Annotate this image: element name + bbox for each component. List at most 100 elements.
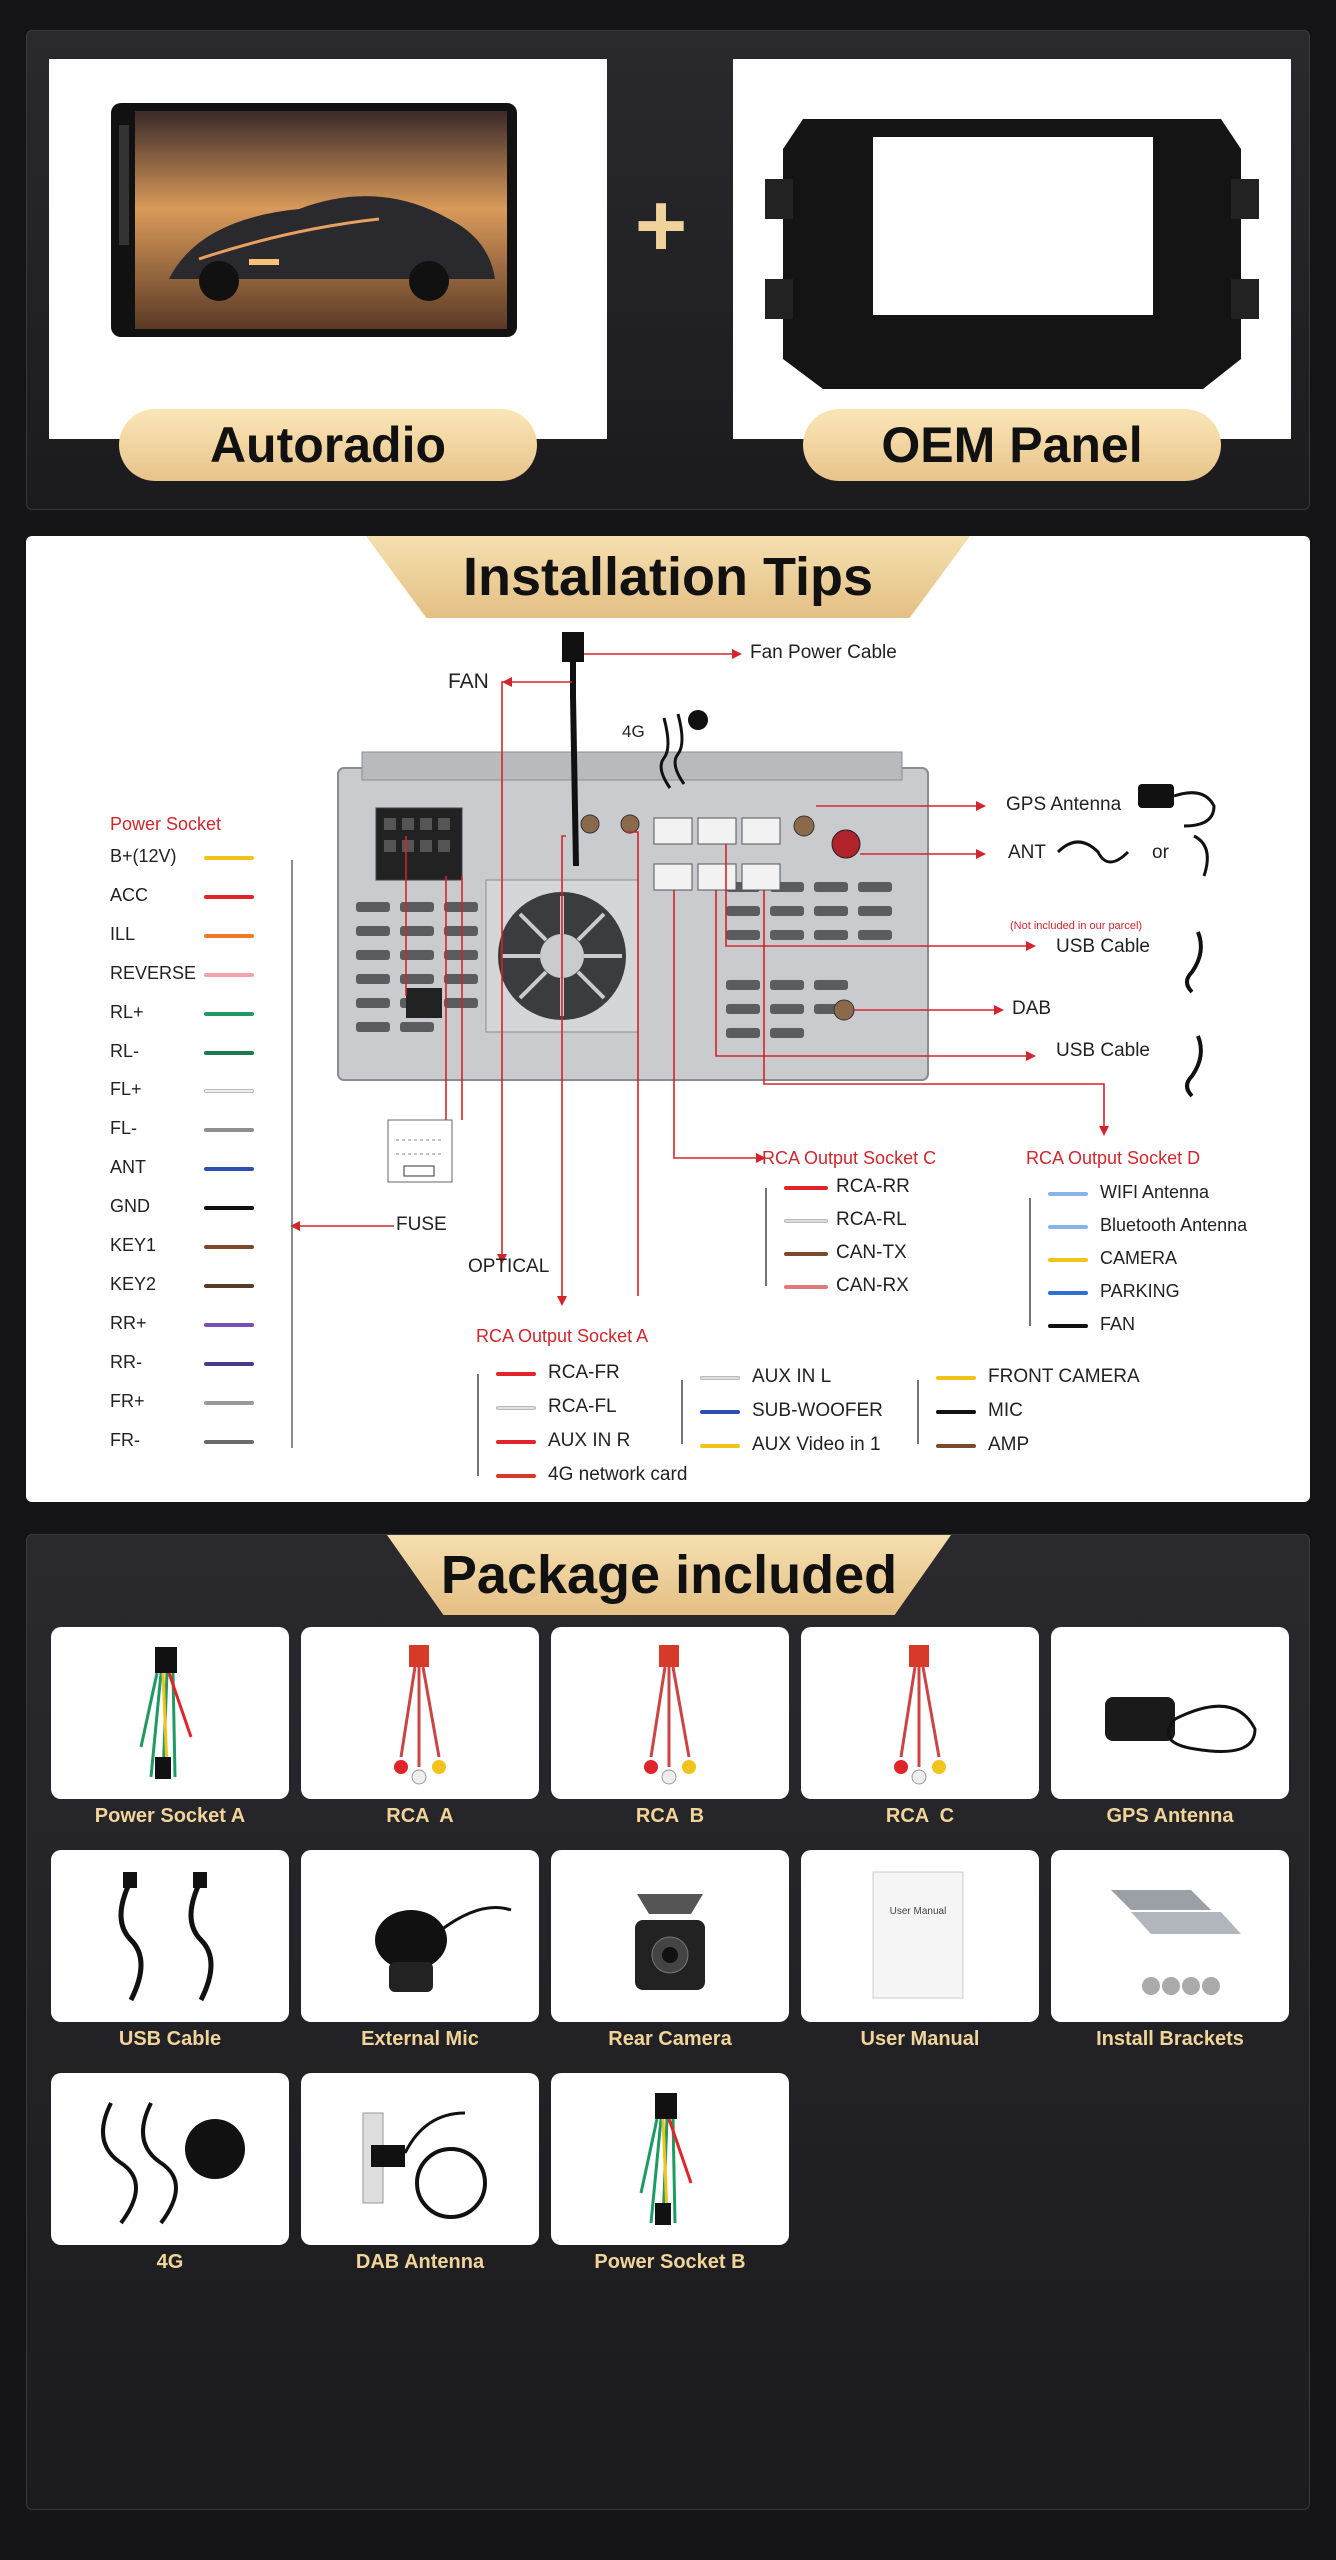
misc-label: MIC [988,1400,1023,1421]
package-item-card [1051,1627,1289,1799]
aux-label: SUB-WOOFER [752,1400,883,1421]
camera-icon [551,1850,789,2022]
oem-panel-image-box [733,59,1291,439]
rca-cable-icon [301,1627,539,1799]
package-item-card [51,1627,289,1799]
usb-cable-label-2: USB Cable [1056,1040,1150,1061]
power-socket-harness-icon [551,2073,789,2245]
aux-wire [700,1444,740,1448]
power-socket-label: ANT [110,1157,146,1178]
power-socket-wire [204,1011,254,1016]
rca-c-wire [784,1285,828,1289]
power-socket-label: ACC [110,884,149,905]
rca-d-label: PARKING [1100,1281,1180,1301]
rca-a-label: RCA-FR [548,1362,620,1383]
power-socket-wire [204,894,254,899]
package-item-label: Power Socket B [594,2251,746,2273]
rca-c-label: CAN-TX [836,1242,907,1263]
rca-d-wire [1048,1192,1088,1196]
power-socket-label: FR+ [110,1390,145,1411]
or-label: or [1152,842,1169,863]
package-item-card [301,1627,539,1799]
rca-cable-icon [551,1627,789,1799]
power-socket-label: RR+ [110,1312,147,1333]
package-item-card [301,2073,539,2245]
power-socket-label: FR- [110,1429,140,1450]
oem-panel-image [765,119,1259,389]
power-socket-wire [204,1128,254,1133]
head-unit-chassis-diagram [290,632,1216,1476]
power-socket-label: REVERSE [110,962,197,983]
rca-c-label: CAN-RX [836,1275,909,1296]
rca-c-wire [784,1219,828,1223]
oem-panel-label: OEM Panel [803,409,1221,481]
autoradio-image-box [49,59,607,439]
package-item-card [51,1850,289,2022]
power-socket-wire [204,856,254,860]
power-socket-wire [204,1050,254,1055]
rca-d-label: FAN [1100,1314,1136,1334]
misc-label: FRONT CAMERA [988,1366,1140,1387]
rca-output-socket-a-title: RCA Output Socket A [476,1326,649,1346]
package-item-label: RCA B [635,1805,705,1827]
power-socket-label: KEY2 [110,1273,157,1294]
misc-label: AMP [988,1434,1030,1455]
usb-cable-icon [51,1850,289,2022]
package-item-card [551,1850,789,2022]
power-socket-label: RL- [110,1040,140,1061]
rca-a-label: 4G network card [548,1464,688,1485]
rca-output-socket-c-title: RCA Output Socket C [762,1148,937,1168]
rca-a-label: AUX IN R [548,1430,631,1451]
rca-output-socket-d-title: RCA Output Socket D [1026,1148,1201,1168]
power-socket-wire [204,933,254,938]
power-socket-label: B+(12V) [110,846,177,866]
installation-tips-title: Installation Tips [366,536,970,618]
rca-c-label: RCA-RR [836,1176,910,1197]
usb-cable-label-1: USB Cable [1056,936,1150,957]
aux-label: AUX Video in 1 [752,1434,881,1455]
power-socket-label: FL+ [110,1079,142,1100]
aux-wire [700,1376,740,1380]
power-socket-title: Power Socket [110,814,222,834]
package-item-card: User Manual [801,1850,1039,2022]
package-item-label: RCA A [386,1805,454,1827]
package-item-label: DAB Antenna [355,2251,485,2273]
rca-a-wire [496,1372,536,1376]
aux-label: AUX IN L [752,1366,832,1387]
rca-a-wire [496,1406,536,1410]
package-item-label: RCA C [885,1805,955,1827]
power-socket-wire [204,972,254,977]
power-socket-label: RR- [110,1351,142,1372]
misc-wire [936,1376,976,1380]
not-included-note: (Not included in our parcel) [1010,920,1143,932]
rca-d-wire [1048,1258,1088,1262]
power-socket-wire [204,1439,254,1444]
rca-d-label: Bluetooth Antenna [1100,1215,1248,1235]
rca-d-wire [1048,1225,1088,1229]
package-item-label: Power Socket A [94,1805,246,1827]
power-socket-wire [204,1400,254,1405]
power-socket-harness-icon [51,1627,289,1799]
power-socket-label: GND [110,1196,150,1217]
package-item-label: Install Brackets [1096,2028,1244,2050]
aux-wire [700,1410,740,1414]
package-item-label: 4G [156,2251,184,2273]
dab-label: DAB [1012,998,1052,1019]
bracket-icon [1051,1850,1289,2022]
package-item-card [551,1627,789,1799]
rca-a-wire [496,1440,536,1444]
rca-cable-icon [801,1627,1039,1799]
package-item-card [301,1850,539,2022]
power-socket-wire [204,1283,254,1288]
fuse-label: FUSE [396,1214,447,1235]
product-combo-panel: Autoradio + OEM Panel [26,30,1310,510]
power-socket-label: KEY1 [110,1235,157,1255]
power-socket-label: ILL [110,923,136,944]
misc-wire [936,1410,976,1414]
rca-c-wire [784,1186,828,1190]
manual-icon [801,1850,1039,2022]
rca-d-wire [1048,1324,1088,1328]
package-item-label: Rear Camera [608,2028,732,2050]
gps-antenna-icon [1051,1627,1289,1799]
fan-power-cable-label: Fan Power Cable [750,642,897,663]
